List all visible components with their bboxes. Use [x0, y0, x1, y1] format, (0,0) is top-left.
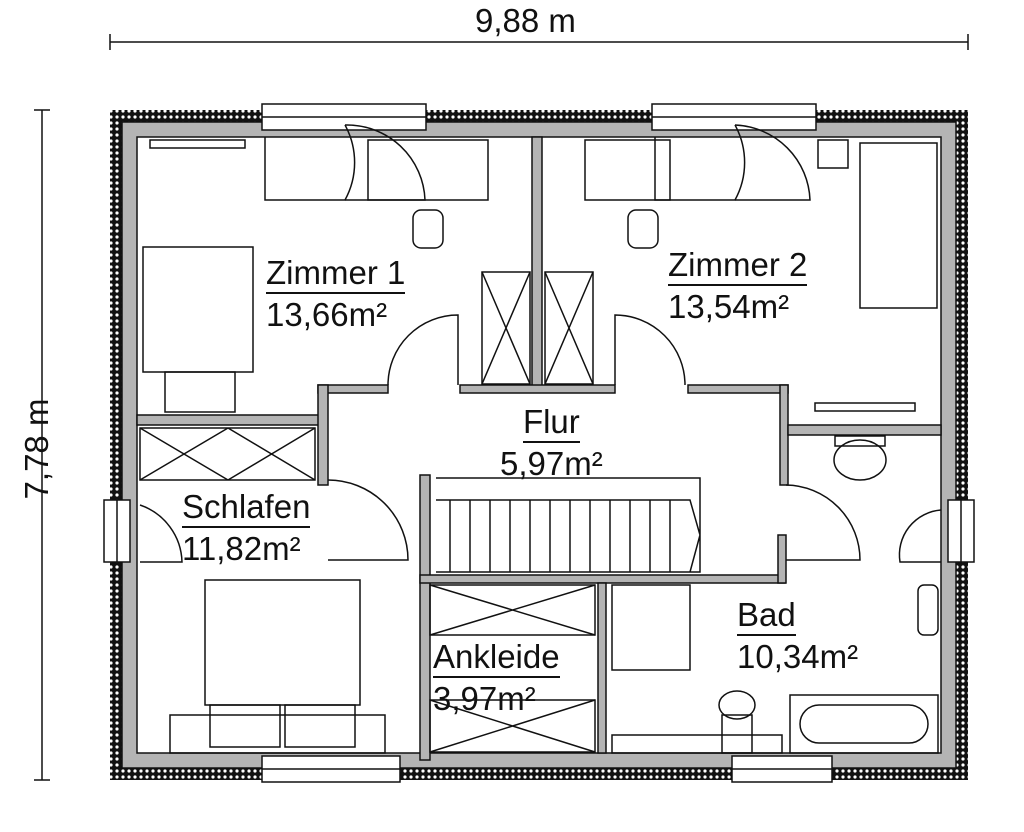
- room-name: Zimmer 2: [668, 248, 808, 286]
- width-dimension-line: [109, 34, 969, 50]
- height-dimension-label: 7,78 m: [18, 398, 55, 500]
- height-dimension-line: [34, 109, 50, 781]
- room-area: 13,66m²: [266, 296, 388, 333]
- room-area: 5,97m²: [500, 445, 603, 482]
- room-area: 13,54m²: [668, 288, 790, 325]
- room-area: 3,97m²: [433, 680, 536, 717]
- furniture-and-doors: [139, 124, 942, 754]
- width-dimension-label: 9,88 m: [475, 2, 576, 39]
- room-name: Bad: [737, 598, 796, 636]
- room-name: Schlafen: [182, 490, 311, 528]
- room-label-ankleide: Ankleide 3,97m²: [433, 640, 560, 715]
- room-label-flur: Flur 5,97m²: [500, 405, 603, 480]
- room-area: 10,34m²: [737, 638, 859, 675]
- room-label-zimmer-1: Zimmer 1 13,66m²: [266, 256, 406, 333]
- room-area: 11,82m²: [182, 530, 301, 567]
- room-label-schlafen: Schlafen 11,82m²: [182, 490, 311, 567]
- room-label-bad: Bad 10,34m²: [737, 598, 858, 673]
- room-label-zimmer-2: Zimmer 2 13,54m²: [668, 248, 808, 325]
- room-name: Flur: [522, 405, 580, 443]
- interior-walls: [136, 136, 942, 761]
- room-name: Ankleide: [433, 640, 560, 678]
- room-name: Zimmer 1: [266, 256, 406, 294]
- windows: [103, 103, 975, 783]
